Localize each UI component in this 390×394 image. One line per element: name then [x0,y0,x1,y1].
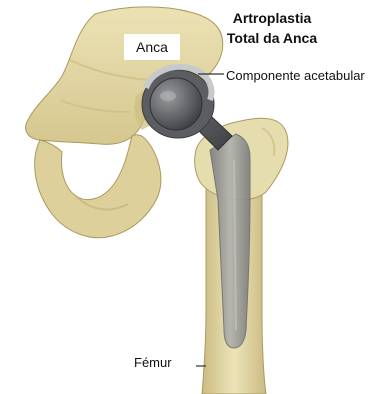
hip-label: Anca [124,34,180,60]
acetabular-component-label: Componente acetabular [226,68,365,84]
femur-label: Fémur [134,355,172,371]
title-line-1: Artroplastia [212,8,332,28]
acetabular-component [142,67,214,138]
title-line-2: Total da Anca [212,28,332,48]
diagram-title: Artroplastia Total da Anca [212,8,332,48]
